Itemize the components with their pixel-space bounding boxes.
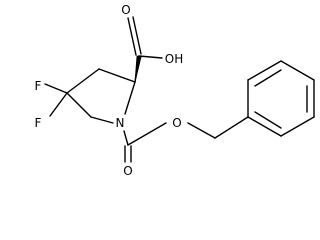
bond-ar-3 xyxy=(280,60,315,81)
bonds xyxy=(44,16,315,163)
atom-label-fluorine-upper: F xyxy=(35,79,42,93)
bond-c4-f-lower xyxy=(49,92,68,117)
bond-c2-c3 xyxy=(98,68,136,83)
bond-cooh-c-o-double-b xyxy=(132,16,142,55)
bond-c5-n xyxy=(90,116,114,124)
atom-label-carbamate-ester-oxygen: O xyxy=(172,116,181,130)
atom-label-carboxyl-hydroxyl: OH xyxy=(165,52,183,66)
bond-n-carbamate-c xyxy=(123,130,129,146)
structure-diagram: F F N O OH O O xyxy=(35,3,315,178)
bond-ch2-ring xyxy=(214,116,249,139)
bond-c3-c4 xyxy=(66,68,100,94)
atom-label-nitrogen: N xyxy=(116,116,125,130)
atom-label-fluorine-lower: F xyxy=(35,116,42,130)
bond-c4-c5 xyxy=(66,92,92,118)
bond-ar-inner-3 xyxy=(254,111,282,129)
bond-cooh-c-oh xyxy=(138,55,163,59)
bond-o-ch2 xyxy=(187,122,216,139)
bond-n-c2 xyxy=(124,81,136,115)
atom-label-carbamate-carbonyl-oxygen: O xyxy=(123,164,132,178)
bond-ar-inner-1 xyxy=(254,69,282,87)
atom-label-carboxyl-carbonyl-oxygen: O xyxy=(121,3,130,17)
molecule-drawing: F F N O OH O O xyxy=(35,3,315,178)
stereo-wedge-bond xyxy=(134,55,142,83)
bond-ar-5 xyxy=(280,116,315,137)
bond-carbamate-c-o-ester xyxy=(127,122,167,146)
bond-ar-6 xyxy=(247,116,282,137)
bond-cooh-c-o-double-a xyxy=(127,17,137,56)
bond-ar-2 xyxy=(247,60,282,81)
bond-c4-f-upper xyxy=(44,83,68,94)
